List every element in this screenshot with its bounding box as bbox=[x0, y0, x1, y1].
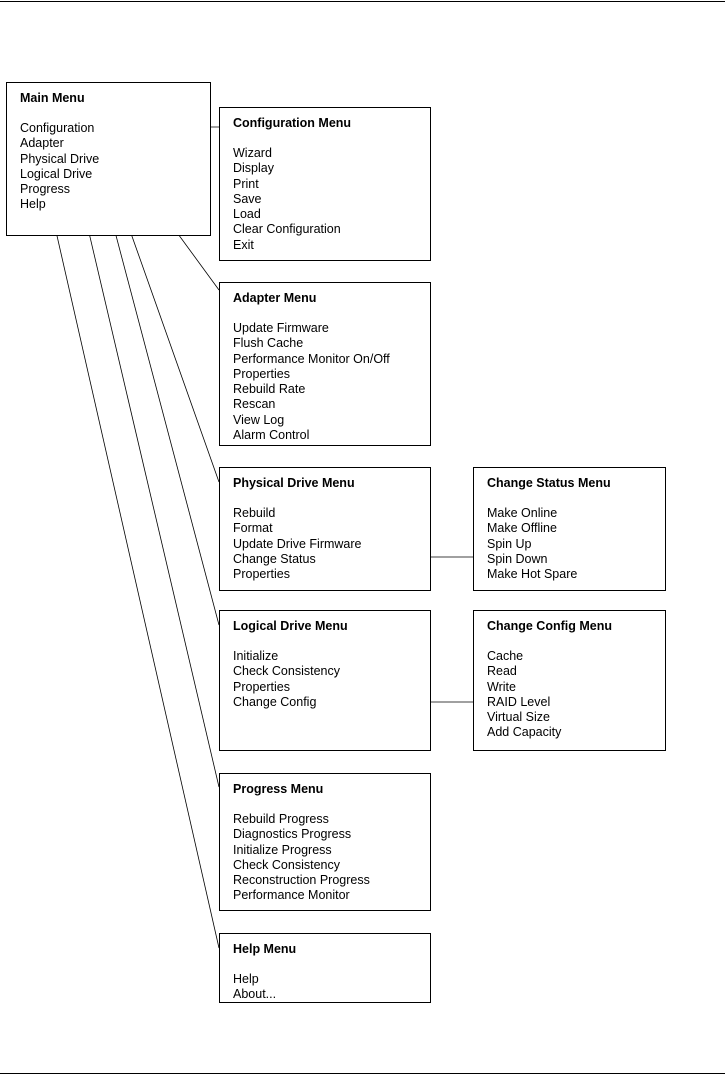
connector-help bbox=[49, 204, 220, 949]
connector-logical-drive bbox=[99, 174, 220, 626]
menu-item: View Log bbox=[233, 412, 285, 427]
menu-item: Check Consistency bbox=[233, 857, 340, 872]
menu-item: Initialize bbox=[233, 649, 279, 663]
menu-item: Check Consistency bbox=[233, 664, 340, 679]
menu-item: Display bbox=[233, 161, 274, 176]
menu-item: Initialize Progress bbox=[233, 842, 332, 857]
menu-item: Configuration bbox=[20, 121, 95, 135]
menu-item: Performance Monitor bbox=[233, 888, 350, 903]
menu-item: Update Firmware bbox=[233, 321, 329, 335]
top-rule bbox=[0, 1, 725, 2]
menu-item: Load bbox=[233, 207, 261, 222]
menu-item: Physical Drive bbox=[20, 151, 100, 166]
menu-item: Rebuild bbox=[233, 506, 276, 520]
menu-item: Rebuild Progress bbox=[233, 812, 329, 826]
menu-item: Flush Cache bbox=[233, 336, 304, 351]
menu-item: Diagnostics Progress bbox=[233, 827, 352, 842]
menu-item: Write bbox=[487, 679, 516, 694]
adapter-menu-title: Adapter Menu bbox=[233, 291, 317, 305]
menu-item: About... bbox=[233, 987, 277, 1002]
menu-item: Read bbox=[487, 664, 517, 679]
configuration-menu-title: Configuration Menu bbox=[233, 116, 352, 130]
change-config-menu-title: Change Config Menu bbox=[487, 619, 612, 633]
menu-item: Reconstruction Progress bbox=[233, 873, 370, 888]
menu-item: Change Config bbox=[233, 694, 317, 709]
menu-item: Wizard bbox=[233, 146, 272, 160]
menu-item: Spin Down bbox=[487, 551, 548, 566]
menu-item: Print bbox=[233, 176, 259, 191]
menu-item: RAID Level bbox=[487, 694, 551, 709]
menu-item: Help bbox=[233, 972, 259, 986]
menu-item: Rescan bbox=[233, 397, 276, 412]
menu-item: Virtual Size bbox=[487, 710, 550, 725]
connector-progress bbox=[78, 189, 220, 788]
bottom-rule bbox=[0, 1073, 725, 1074]
menu-item: Logical Drive bbox=[20, 166, 93, 181]
menu-item: Make Online bbox=[487, 506, 558, 520]
menu-item: Help bbox=[20, 197, 46, 212]
menu-item: Spin Up bbox=[487, 536, 532, 551]
progress-menu-title: Progress Menu bbox=[233, 782, 324, 796]
menu-item: Make Hot Spare bbox=[487, 567, 578, 582]
menu-item: Alarm Control bbox=[233, 428, 310, 443]
menu-item: Progress bbox=[20, 182, 71, 197]
menu-item: Update Drive Firmware bbox=[233, 536, 362, 551]
menu-item: Add Capacity bbox=[487, 725, 562, 740]
menu-item: Clear Configuration bbox=[233, 222, 341, 237]
menu-item: Cache bbox=[487, 649, 524, 663]
help-menu-title: Help Menu bbox=[233, 942, 297, 956]
menu-item: Adapter bbox=[20, 136, 64, 151]
menu-item: Rebuild Rate bbox=[233, 382, 306, 397]
menu-item: Properties bbox=[233, 366, 290, 381]
physical-drive-menu-title: Physical Drive Menu bbox=[233, 476, 355, 490]
logical-drive-menu-title: Logical Drive Menu bbox=[233, 619, 348, 633]
menu-item: Properties bbox=[233, 679, 290, 694]
menu-item: Change Status bbox=[233, 551, 316, 566]
change-status-menu-title: Change Status Menu bbox=[487, 476, 611, 490]
menu-item: Exit bbox=[233, 237, 254, 252]
menu-item: Make Offline bbox=[487, 521, 557, 536]
menu-item: Save bbox=[233, 191, 262, 206]
menu-item: Performance Monitor On/Off bbox=[233, 351, 390, 366]
menu-item: Properties bbox=[233, 567, 290, 582]
menu-item: Format bbox=[233, 521, 273, 536]
main-menu-title: Main Menu bbox=[20, 91, 85, 105]
